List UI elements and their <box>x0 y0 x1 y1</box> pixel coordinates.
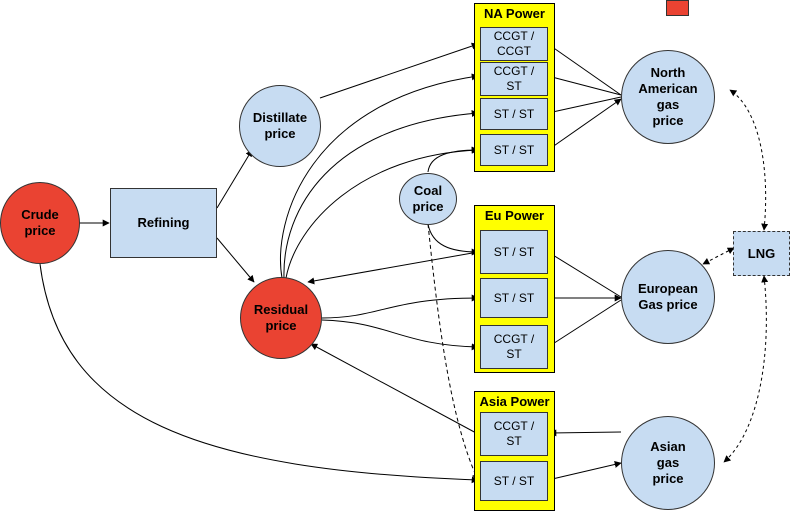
refining-node: Refining <box>110 188 217 258</box>
eu-unit-3: CCGT / ST <box>480 325 548 369</box>
edge-eu1-eugas <box>547 251 622 298</box>
edge-residual-eu3 <box>321 319 479 351</box>
edge-asiangas-asia1 <box>549 429 622 437</box>
edge-coal-na4 <box>427 146 479 173</box>
edge-refining-residual <box>216 237 255 283</box>
asia-unit-2: ST / ST <box>480 461 548 501</box>
edge-asia2-asiangas <box>547 461 622 481</box>
edge-lng-eugas <box>702 247 735 265</box>
coal-price-node: Coal price <box>399 173 457 225</box>
lng-node: LNG <box>733 231 790 276</box>
edge-residual-na3 <box>283 110 479 279</box>
eu-power-title: Eu Power <box>484 208 545 223</box>
edge-lng-asiangas <box>723 275 769 463</box>
distillate-price-node: Distillate price <box>239 85 321 167</box>
edge-crude-asia2 <box>39 263 479 484</box>
na-unit-1: CCGT / CCGT <box>480 27 548 61</box>
na-unit-3: ST / ST <box>480 98 548 130</box>
european-gas-price-node: European Gas price <box>621 250 715 344</box>
na-power-title: NA Power <box>484 6 545 21</box>
asia-power-title: Asia Power <box>479 394 550 409</box>
edge-lng-nagas <box>729 89 769 231</box>
edge-na1-nagas <box>547 43 622 96</box>
asian-gas-price-node: Asian gas price <box>621 416 715 510</box>
legend-swatch <box>666 0 689 16</box>
edge-eu1-residual <box>307 251 479 285</box>
edge-distillate-na1 <box>319 42 479 99</box>
north-american-gas-price-node: North American gas price <box>621 50 715 144</box>
edge-residual-na2 <box>280 73 479 279</box>
edge-na4-nagas <box>547 98 622 151</box>
asia-unit-1: CCGT / ST <box>480 412 548 456</box>
edge-coal-eu1 <box>427 223 479 256</box>
eu-unit-1: ST / ST <box>480 230 548 274</box>
edge-refining-distillate <box>216 149 253 209</box>
edge-residual-eu2 <box>321 294 479 319</box>
eu-unit-2: ST / ST <box>480 278 548 318</box>
crude-price-node: Crude price <box>0 182 80 264</box>
na-unit-4: ST / ST <box>480 134 548 166</box>
residual-price-node: Residual price <box>240 277 322 359</box>
edge-na2-nagas <box>547 75 622 96</box>
edge-coal-asia2 <box>427 223 479 481</box>
edge-asia1-residual <box>310 343 479 435</box>
edge-na3-nagas <box>547 96 622 114</box>
edge-residual-na4 <box>285 146 479 279</box>
na-unit-2: CCGT / ST <box>480 62 548 96</box>
edge-eu3-eugas <box>547 299 622 348</box>
